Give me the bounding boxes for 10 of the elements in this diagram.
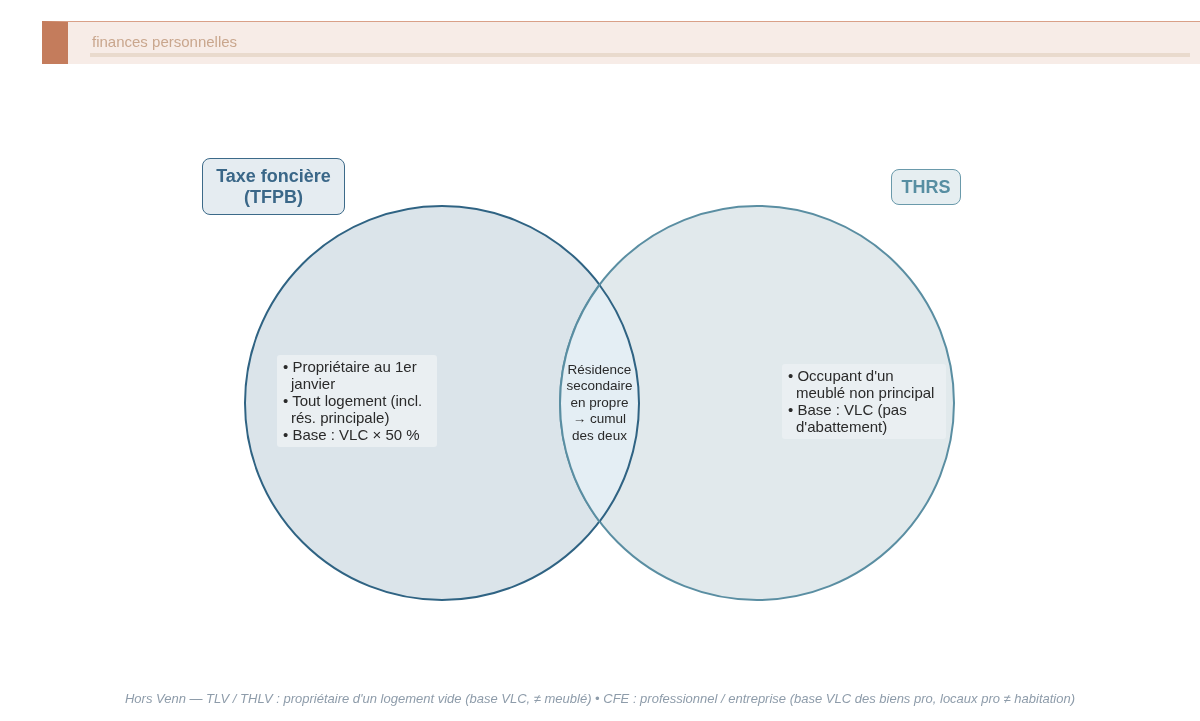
- bullet-item: • Base : VLC × 50 %: [283, 426, 421, 443]
- header-tagline: finances personnelles: [92, 33, 238, 50]
- caption-note: Hors Venn — TLV / THLV : propriétaire d'un logement vide (base VLC, ≠ meublé) • CFE : professionnel / entreprise (base VLC des biens pro, locaux pro ≠ habitation): [124, 691, 1076, 707]
- set-title-label: THRS: [891, 169, 961, 205]
- overlap-text: Résidence secondaire en propre → cumul des deux: [565, 361, 634, 445]
- bullet-item: • Propriétaire au 1er janvier: [283, 358, 418, 392]
- bullet-item: • Tout logement (incl. rés. principale): [283, 392, 424, 426]
- set-title-label: Taxe foncière (TFPB): [202, 158, 345, 215]
- bullet-item: • Base : VLC (pas d'abattement): [788, 401, 908, 435]
- bullet-item: • Occupant d'un meublé non principal: [788, 367, 936, 401]
